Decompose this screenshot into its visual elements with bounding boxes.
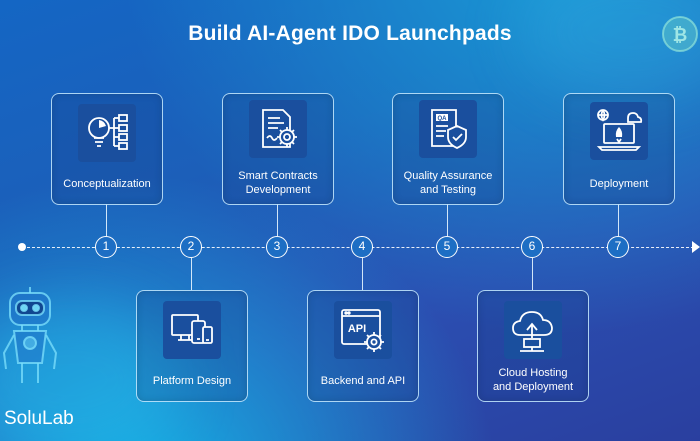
step-card-conceptualization: Conceptualization [51, 93, 163, 205]
connector-6 [532, 258, 533, 290]
step-card-quality-assurance: QA Quality Assurance and Testing [392, 93, 504, 205]
step-card-smart-contracts: Smart Contracts Development [222, 93, 334, 205]
step-card-cloud-hosting: Cloud Hosting and Deployment [477, 290, 589, 402]
multi-device-icon [163, 301, 221, 359]
step-card-backend-api: API Backend and API [307, 290, 419, 402]
step-label-3: Smart Contracts Development [227, 169, 329, 197]
connector-3 [277, 204, 278, 236]
step-label-6-line1: Cloud Hosting [498, 367, 568, 379]
connector-1 [106, 204, 107, 236]
step-label-2: Platform Design [152, 375, 232, 387]
step-label-3-line2: Development [245, 184, 311, 196]
cloud-upload-icon [504, 301, 562, 359]
step-number-3: 3 [266, 236, 288, 258]
laptop-rocket-icon [590, 102, 648, 160]
page-title: Build AI-Agent IDO Launchpads [188, 22, 512, 45]
lightbulb-mindmap-icon [78, 104, 136, 162]
svg-text:QA: QA [438, 116, 448, 122]
step-number-1: 1 [95, 236, 117, 258]
brand-logo-text: SoluLab [4, 408, 74, 429]
connector-7 [618, 204, 619, 236]
step-label-3-line1: Smart Contracts [238, 170, 318, 182]
qa-shield-icon: QA [419, 100, 477, 158]
step-number-5: 5 [436, 236, 458, 258]
step-label-5-line1: Quality Assurance [403, 170, 493, 182]
step-number-2: 2 [180, 236, 202, 258]
step-label-4: Backend and API [320, 375, 406, 387]
step-number-4: 4 [351, 236, 373, 258]
svg-text:₿: ₿ [673, 25, 688, 45]
step-card-platform-design: Platform Design [136, 290, 248, 402]
contract-gear-icon [249, 100, 307, 158]
bitcoin-coin-icon: ₿ [662, 16, 698, 52]
connector-4 [362, 258, 363, 290]
step-label-6: Cloud Hosting and Deployment [482, 366, 584, 394]
timeline-arrow-icon [692, 241, 700, 253]
api-window-icon: API [334, 301, 392, 359]
step-number-6: 6 [521, 236, 543, 258]
step-label-1: Conceptualization [63, 178, 151, 190]
step-label-6-line2: and Deployment [492, 381, 574, 393]
connector-2 [191, 258, 192, 290]
step-label-5-line2: and Testing [419, 184, 477, 196]
svg-text:API: API [348, 323, 366, 335]
step-card-deployment: Deployment [563, 93, 675, 205]
step-label-5: Quality Assurance and Testing [397, 169, 499, 197]
step-label-7: Deployment [589, 178, 649, 190]
robot-mascot-icon [2, 287, 58, 383]
connector-5 [447, 204, 448, 236]
step-number-7: 7 [607, 236, 629, 258]
